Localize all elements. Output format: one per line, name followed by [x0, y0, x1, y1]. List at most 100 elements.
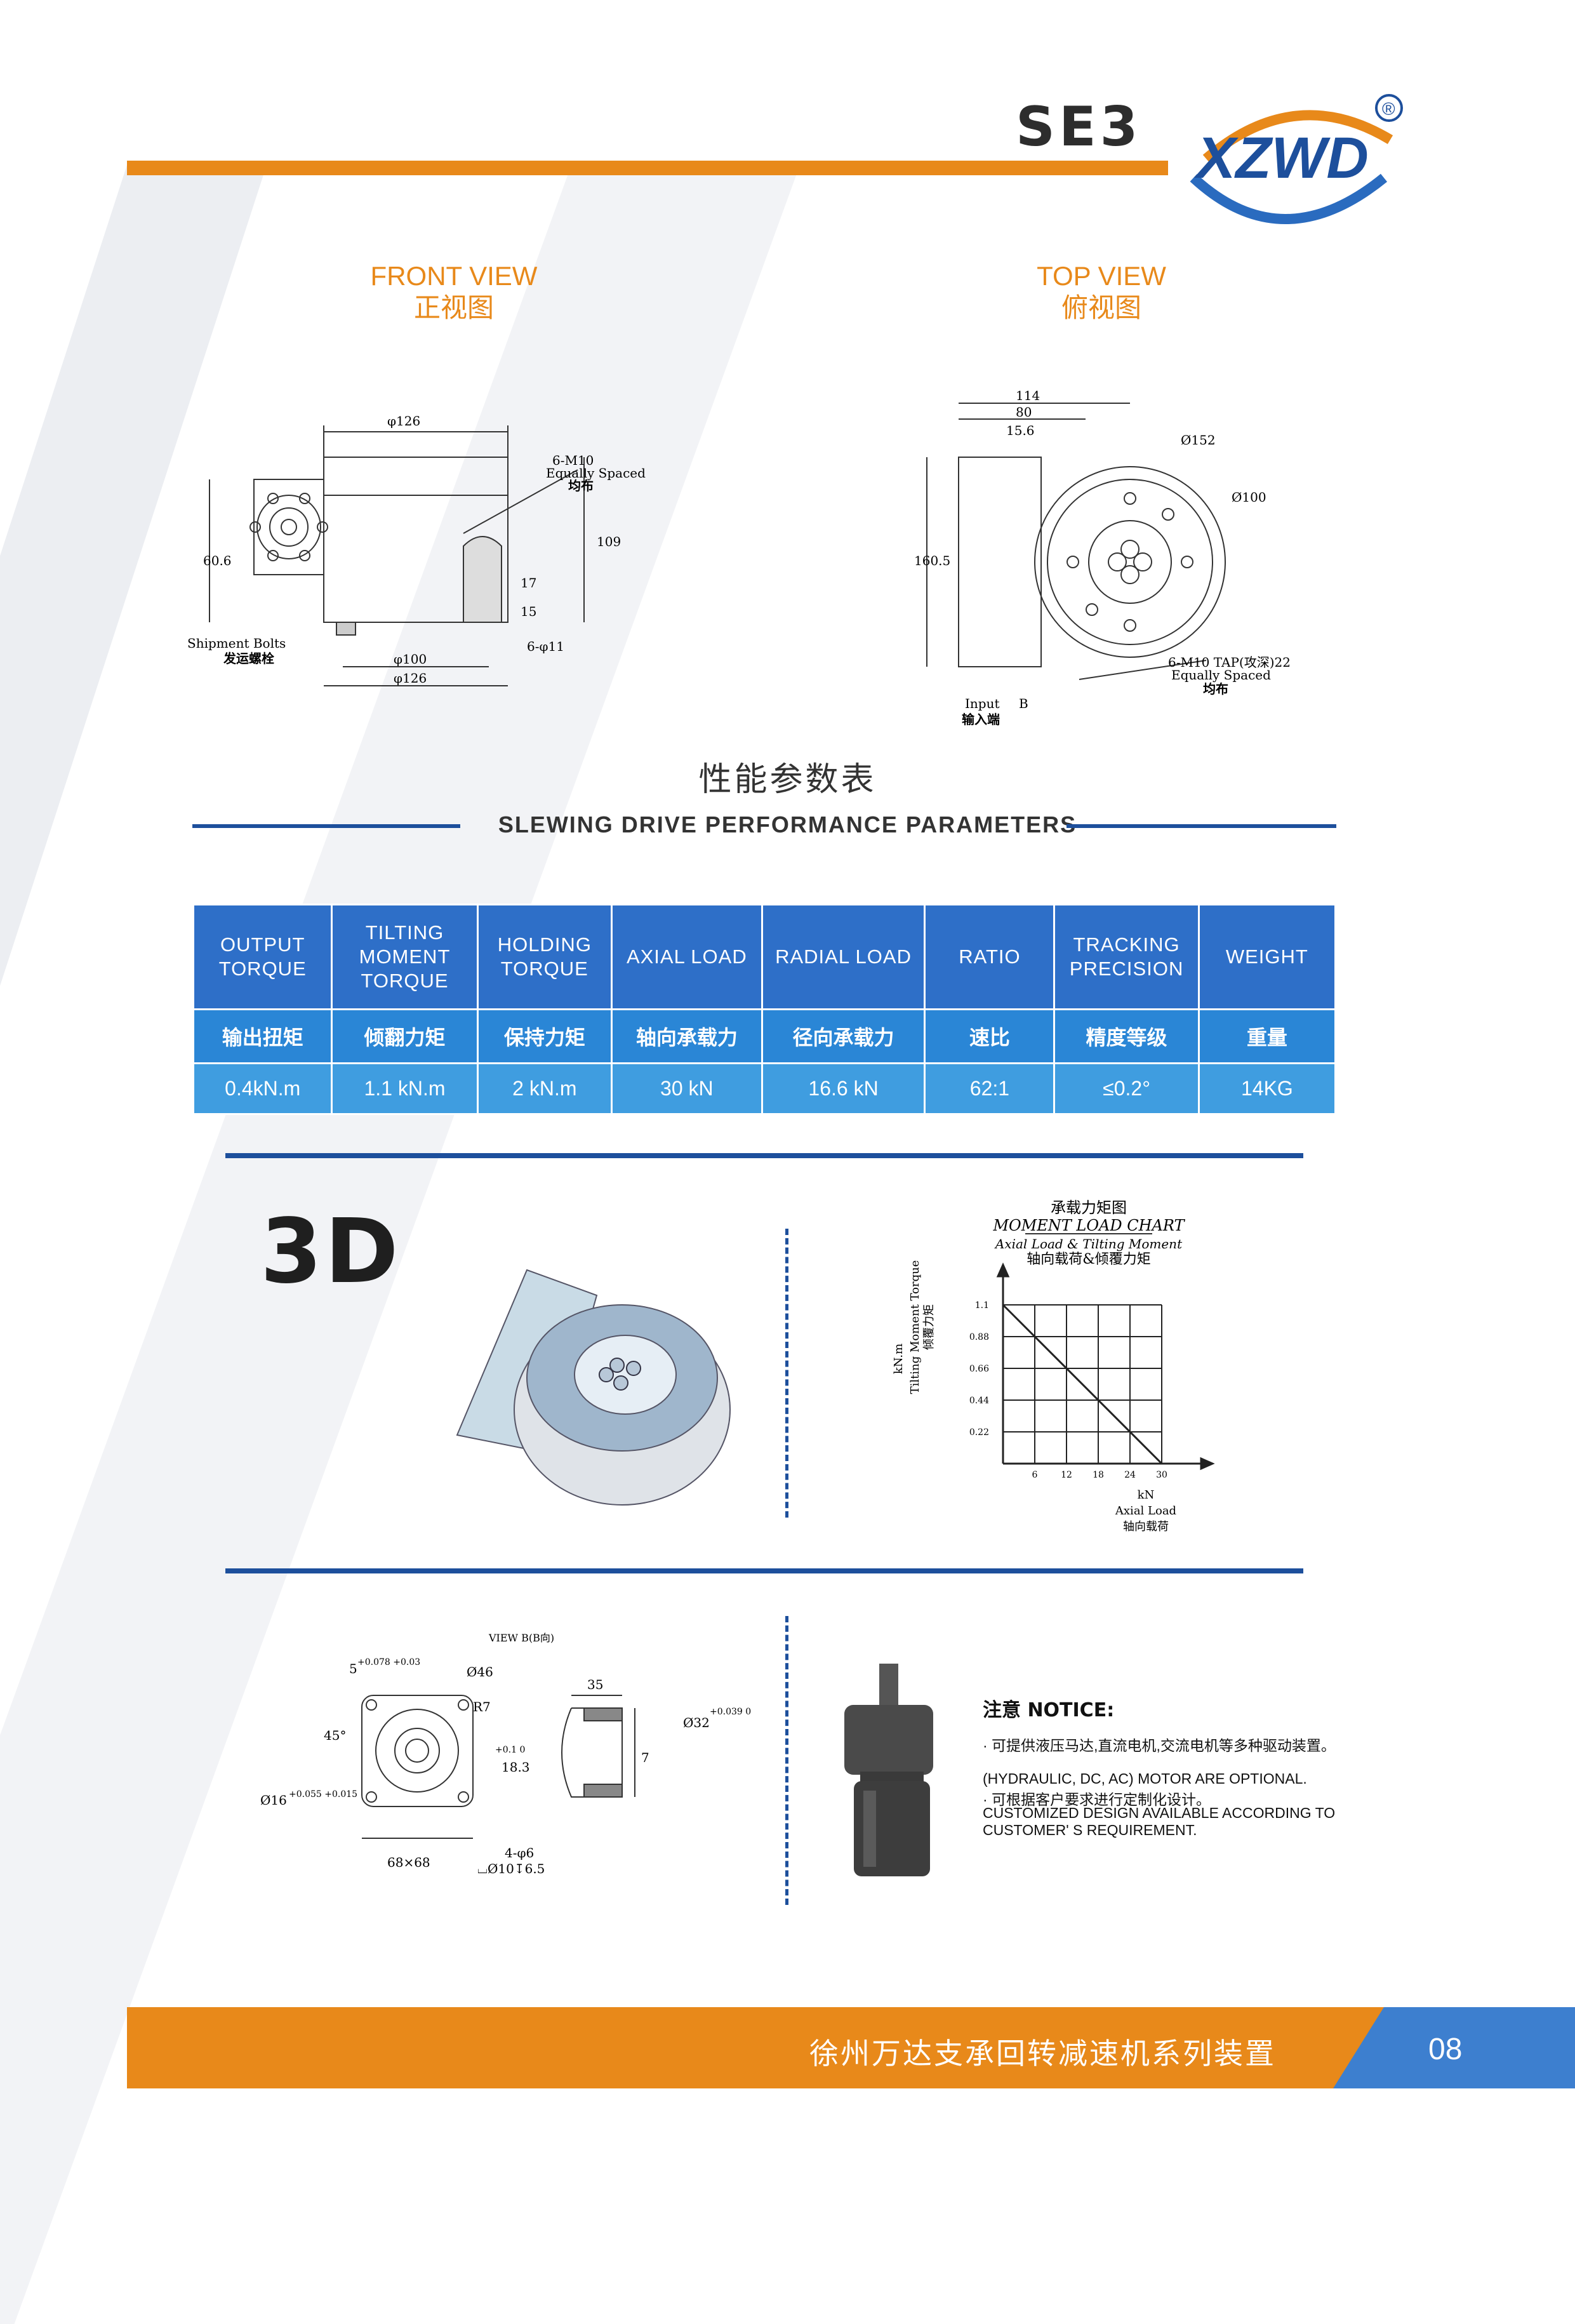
svg-text:114: 114	[1016, 388, 1040, 403]
svg-text:68×68: 68×68	[387, 1855, 430, 1870]
svg-text:Ø46: Ø46	[467, 1664, 493, 1680]
section-title-cn: 性能参数表	[698, 761, 877, 799]
footer-bar	[127, 2007, 1575, 2088]
dashed-divider	[785, 1616, 788, 1905]
divider-line	[225, 1568, 1303, 1573]
table-row: 0.4kN.m 1.1 kN.m 2 kN.m 30 kN 16.6 kN 62…	[192, 1062, 1337, 1115]
svg-text:5: 5	[349, 1661, 357, 1676]
svg-text:Shipment Bolts: Shipment Bolts	[187, 636, 286, 651]
brand-name: XZWD	[1193, 126, 1369, 190]
chart-x-tick-label: 18	[1093, 1470, 1104, 1480]
svg-text:φ126: φ126	[394, 671, 427, 686]
section-line-left	[192, 824, 460, 828]
chart-y-tick-label: 0.22	[969, 1427, 989, 1438]
header-cell: TILTING MOMENT TORQUE	[331, 904, 479, 1010]
value-cell: 30 kN	[611, 1062, 763, 1115]
page-number: 08	[1428, 2033, 1463, 2066]
svg-text:6-M10 TAP(攻深)22: 6-M10 TAP(攻深)22	[1168, 655, 1291, 670]
notice-line: · 可根据客户要求进行定制化设计。	[983, 1791, 1211, 1808]
chart-title: 承载力矩图	[1051, 1199, 1127, 1217]
header-cell: HOLDING TORQUE	[476, 904, 613, 1010]
table-header-cn: 输出扭矩 倾翻力矩 保持力矩 轴向承载力 径向承载力 速比 精度等级 重量	[192, 1008, 1337, 1064]
svg-text:+0.055 +0.015: +0.055 +0.015	[289, 1789, 357, 1800]
chart-x-tick-label: 6	[1032, 1470, 1038, 1480]
dashed-divider	[785, 1229, 788, 1518]
svg-text:6-φ11: 6-φ11	[527, 639, 564, 654]
chart-x-tick-label: 24	[1124, 1470, 1136, 1480]
divider-line	[225, 1153, 1303, 1158]
notice-title: 注意 NOTICE:	[983, 1699, 1115, 1721]
logo-arc-bottom	[1190, 173, 1388, 224]
logo-arc-top	[1202, 110, 1393, 163]
header-cn-cell: 保持力矩	[476, 1008, 613, 1064]
svg-text:Ø152: Ø152	[1181, 432, 1216, 448]
chart-y-tick-label: 0.44	[969, 1396, 989, 1406]
svg-text:15.6: 15.6	[1006, 423, 1035, 438]
front-view-drawing: φ126 6-M10 Equally Spaced 均布 109 60.6 15…	[187, 413, 646, 686]
header-cn-cell: 重量	[1197, 1008, 1337, 1064]
chart-x-tick-label: 12	[1061, 1470, 1072, 1480]
chart-y-tick-label: 1.1	[975, 1300, 989, 1311]
header-bar	[127, 161, 1168, 175]
svg-text:7: 7	[641, 1750, 649, 1765]
header-cell: WEIGHT	[1197, 904, 1337, 1010]
value-cell: 62:1	[924, 1062, 1056, 1115]
svg-text:B: B	[1019, 696, 1028, 711]
svg-text:+0.039 0: +0.039 0	[710, 1707, 751, 1717]
header-cn-cell: 输出扭矩	[192, 1008, 333, 1064]
chart-series-line	[1002, 1304, 1163, 1465]
chart-y-tick-label: 0.88	[969, 1332, 989, 1342]
svg-text:φ126: φ126	[387, 413, 420, 429]
svg-text:φ100: φ100	[394, 651, 427, 667]
chart-x-tick-label: 30	[1156, 1470, 1167, 1480]
svg-text:80: 80	[1016, 404, 1032, 420]
svg-text:输入端: 输入端	[962, 712, 1000, 727]
header-cn-cell: 精度等级	[1053, 1008, 1200, 1064]
svg-text:109: 109	[597, 534, 621, 549]
chart-y-tick-label: 0.66	[969, 1364, 989, 1374]
svg-text:R7: R7	[473, 1699, 491, 1714]
notice-line: CUSTOMIZED DESIGN AVAILABLE ACCORDING TO…	[983, 1805, 1336, 1838]
svg-text:4-φ6: 4-φ6	[505, 1845, 534, 1860]
chart-x-label-cn: 轴向载荷	[1123, 1520, 1169, 1533]
table-header-en: OUTPUT TORQUE TILTING MOMENT TORQUE HOLD…	[192, 904, 1337, 1010]
header-cell: AXIAL LOAD	[611, 904, 763, 1010]
three-d-label: 3D	[260, 1200, 401, 1304]
chart-y-label-cn: 倾覆力矩	[922, 1304, 936, 1350]
brand-logo: XZWD ®	[1190, 94, 1403, 224]
header-cell: OUTPUT TORQUE	[192, 904, 333, 1010]
svg-text:+0.078 +0.03: +0.078 +0.03	[357, 1657, 420, 1667]
header-cn-cell: 速比	[924, 1008, 1056, 1064]
svg-text:⌴Ø10↧6.5: ⌴Ø10↧6.5	[477, 1861, 545, 1876]
svg-text:®: ®	[1382, 99, 1395, 119]
value-cell: 14KG	[1197, 1062, 1337, 1115]
slewing-drive-3d-image	[456, 1269, 731, 1506]
chart-subtitle-3: 轴向载荷&倾覆力矩	[1027, 1252, 1151, 1267]
header-cn-cell: 倾翻力矩	[331, 1008, 479, 1064]
notice-line: (HYDRAULIC, DC, AC) MOTOR ARE OPTIONAL.	[983, 1770, 1307, 1787]
svg-text:60.6: 60.6	[203, 553, 232, 568]
svg-text:Ø32: Ø32	[683, 1715, 710, 1730]
value-cell: 2 kN.m	[476, 1062, 613, 1115]
section-title-en: SLEWING DRIVE PERFORMANCE PARAMETERS	[498, 811, 1077, 838]
footer-company-text: 徐州万达支承回转减速机系列装置	[809, 2036, 1276, 2071]
performance-table: OUTPUT TORQUE TILTING MOMENT TORQUE HOLD…	[192, 904, 1337, 1115]
svg-text:均布: 均布	[568, 478, 594, 493]
header-cn-cell: 轴向承载力	[611, 1008, 763, 1064]
svg-text:6-M10: 6-M10	[552, 453, 594, 468]
svg-text:17: 17	[521, 575, 536, 591]
top-view-drawing: 114 80 15.6 Ø152 Ø100 160.5 6-M10 TAP(攻深…	[914, 388, 1291, 727]
chart-y-label: Tilting Moment Torque	[908, 1260, 922, 1394]
chart-y-arrow	[996, 1262, 1010, 1278]
section-line-right	[1067, 824, 1336, 828]
chart-x-arrow	[1200, 1457, 1215, 1471]
svg-text:Equally Spaced: Equally Spaced	[546, 465, 646, 481]
model-code: SE3	[1016, 95, 1142, 159]
svg-text:Ø100: Ø100	[1232, 490, 1266, 505]
value-cell: ≤0.2°	[1053, 1062, 1200, 1115]
chart-x-label: Axial Load	[1115, 1504, 1176, 1518]
value-cell: 0.4kN.m	[192, 1062, 333, 1115]
input-view-drawing: VIEW B(B向) 5 +0.078 +0.03 Ø46 R7 45° Ø16…	[260, 1632, 751, 1876]
chart-subtitle-2: Axial Load & Tilting Moment	[994, 1236, 1183, 1252]
value-cell: 1.1 kN.m	[331, 1062, 479, 1115]
